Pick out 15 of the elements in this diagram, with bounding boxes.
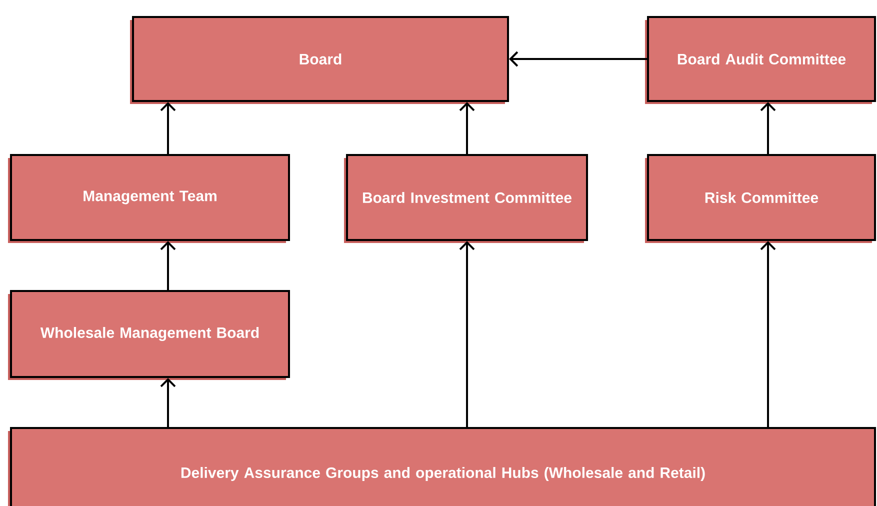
org-box: Board	[132, 16, 509, 102]
arrow	[760, 241, 776, 427]
arrow	[459, 102, 475, 154]
org-box: Wholesale Management Board	[10, 290, 290, 378]
arrow	[509, 51, 647, 67]
arrow	[760, 102, 776, 154]
arrow	[160, 102, 176, 154]
org-box: Risk Committee	[647, 154, 876, 241]
arrow	[160, 241, 176, 290]
arrow	[160, 378, 176, 427]
org-box: Management Team	[10, 154, 290, 241]
org-box: Delivery Assurance Groups and operational Hubs (Wholesale and Retail)	[10, 427, 876, 506]
org-box: Board Audit Committee	[647, 16, 876, 102]
org-box: Board Investment Committee	[346, 154, 588, 241]
arrow	[459, 241, 475, 427]
